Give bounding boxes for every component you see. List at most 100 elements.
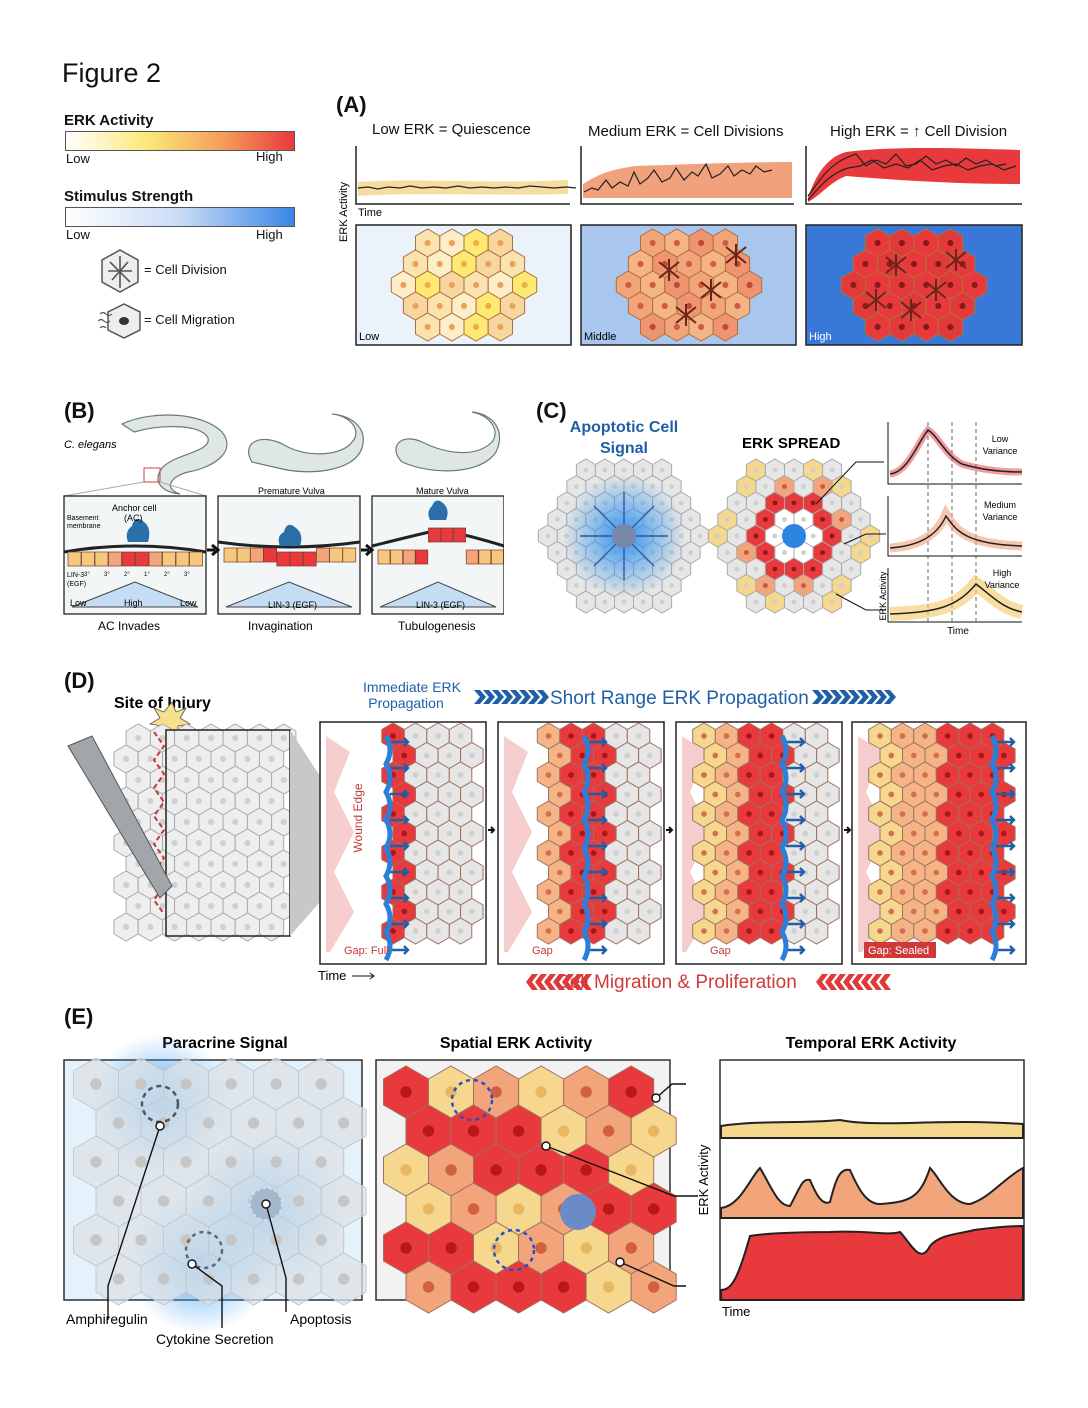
cell-nucleus [768,733,775,739]
cell-nucleus [646,791,653,798]
c-elegans-worm-2 [248,413,364,473]
cell-nucleus [768,889,775,895]
cell-nucleus [862,260,869,268]
anchor-cell-3 [428,500,448,520]
cell-nucleus [624,830,631,837]
blue-chevron [866,690,878,704]
blue-chevron [501,690,513,704]
cell-nucleus [579,908,586,915]
spatial-erk-cell-grid [383,1065,677,1314]
vulval-cell [465,549,479,565]
cell-nucleus [791,928,797,934]
cell-nucleus [220,881,227,889]
cell-fate-label: 1° [144,572,150,578]
cell-nucleus [899,733,906,739]
cell-nucleus [535,1164,547,1176]
c-elegans-worm-1 [120,414,228,495]
cell-nucleus [412,811,419,817]
vulval-cell [491,549,504,565]
cell-nucleus [123,755,130,763]
cell-nucleus [910,830,917,837]
cell-nucleus [955,908,962,915]
cell-nucleus [135,776,142,784]
cell-nucleus [701,811,707,817]
cell-nucleus [647,1125,660,1137]
cell-nucleus [646,869,653,876]
erk-propagation-arrow [996,737,1016,747]
high-trace-line-2 [807,159,1017,201]
erk-propagation-arrow [786,919,806,929]
cell-nucleus [824,830,831,837]
red-chevron [526,974,538,990]
cell-nucleus [899,928,906,934]
cell-nucleus [423,791,430,798]
cell-nucleus [545,811,552,817]
cell-nucleus [579,752,586,759]
panel-c-label: (C) [536,398,567,423]
cell-nucleus [635,772,642,778]
cell-nucleus [602,599,608,605]
cell-nucleus [746,733,752,739]
cell-nucleus [858,517,864,522]
stimulus-legend-title: Stimulus Strength [64,188,194,205]
cell-nucleus [829,467,835,473]
cell-nucleus [967,850,973,856]
gap-sealed-badge [864,942,936,958]
cell-nucleus [497,239,504,247]
cell-nucleus [183,776,190,784]
cell-nucleus [978,830,985,837]
cell-nucleus [315,1078,327,1090]
cell-nucleus [772,533,778,539]
cell-nucleus [207,902,215,910]
cell-nucleus [423,908,430,915]
cell-nucleus [757,752,764,759]
signal-arrows [580,492,668,580]
erk-propagation-arrow [786,867,806,877]
cell-nucleus [712,869,719,876]
erk-propagation-arrow [996,789,1016,799]
cell-nucleus [256,902,263,910]
variance-high-bottom: Variance [985,580,1020,590]
cell-nucleus [967,889,973,895]
cell-division-mark [865,289,887,311]
blue-chevron [812,690,824,704]
cell-nucleus [545,733,552,739]
cell-nucleus [820,583,825,588]
cell-nucleus [590,928,597,934]
cell-nucleus [412,733,419,739]
cell-nucleus [613,733,619,739]
cell-nucleus [810,599,816,605]
cell-nucleus [268,881,275,889]
panel-a-x-label: Time [358,207,382,219]
cell-nucleus [678,500,684,506]
c-elegans-label: C. elegans [64,439,117,451]
vulva-zoom-box [143,467,161,483]
erk-spread-title: ERK SPREAD [742,435,841,452]
site-of-injury-label: Site of Injury [114,695,211,712]
cell-nucleus [712,908,719,915]
erk-propagation-arrow [996,919,1016,929]
cell-nucleus [715,533,721,539]
mature-vulva-label: Mature Vulva [416,486,469,496]
cell-nucleus [601,830,608,837]
cell-nucleus [746,928,752,934]
cell-nucleus [978,791,985,798]
cell-nucleus [337,1195,350,1207]
cell-nucleus [613,811,619,817]
cell-nucleus [646,908,653,915]
cell-nucleus [635,889,642,895]
cell-nucleus [112,1273,125,1285]
cell-nucleus [734,566,740,572]
erk-propagation-arrow [588,945,608,955]
cell-nucleus [112,1117,125,1129]
vulval-cell [289,551,304,567]
cell-nucleus [256,818,263,826]
panel-a-axes [355,146,1022,205]
cell-nucleus [195,755,202,763]
blue-chevron [830,690,842,704]
erk-wave-front [383,734,393,962]
cell-nucleus [635,811,642,817]
vulval-cell [276,551,291,567]
cell-division-legend-label: = Cell Division [144,262,227,277]
erk-propagation-arrow [786,763,806,773]
